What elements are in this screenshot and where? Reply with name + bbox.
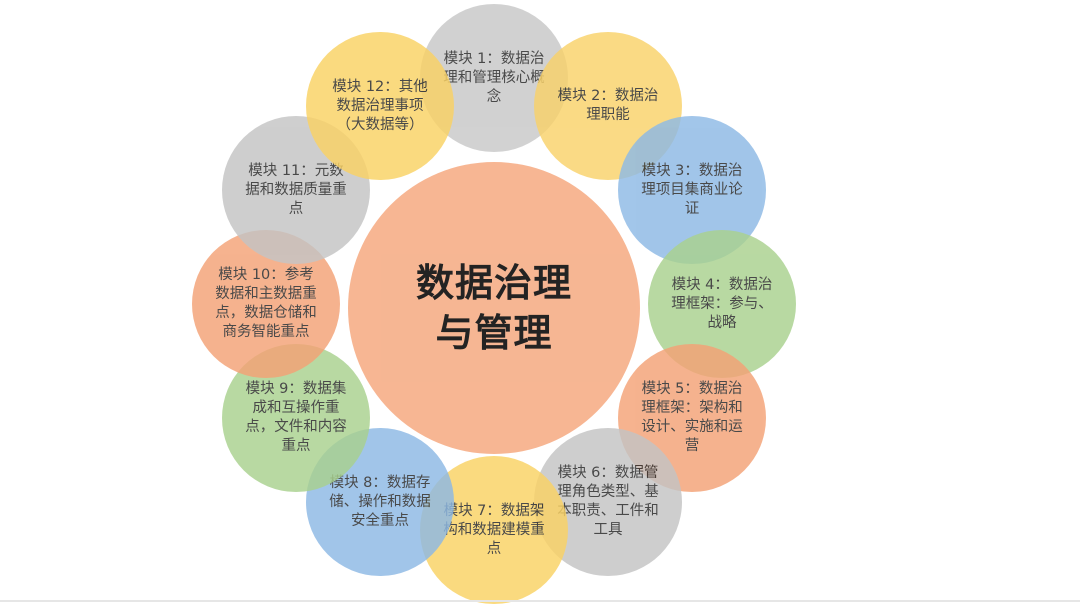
module-label: 模块 2：数据治理职能 [557, 88, 659, 123]
module-node-12: 模块 12：其他数据治理事项（大数据等） [306, 32, 454, 180]
bottom-divider [0, 600, 1080, 602]
module-node-8: 模块 8：数据存储、操作和数据安全重点 [306, 428, 454, 576]
center-circle: 数据治理与管理 [348, 162, 640, 454]
module-label: 模块 8：数据存储、操作和数据安全重点 [329, 474, 431, 529]
module-label: 模块 12：其他数据治理事项（大数据等） [332, 78, 428, 133]
module-label: 模块 4：数据治理框架：参与、战略 [671, 276, 773, 331]
module-label: 模块 7：数据架构和数据建模重点 [443, 502, 545, 557]
module-node-2: 模块 2：数据治理职能 [534, 32, 682, 180]
center-title: 数据治理与管理 [415, 261, 572, 355]
module-label: 模块 11：元数据和数据质量重点 [245, 162, 347, 217]
module-label: 模块 10：参考数据和主数据重点，数据仓储和商务智能重点 [215, 267, 317, 340]
module-label: 模块 5：数据治理框架：架构和设计、实施和运营 [641, 381, 743, 454]
module-label: 模块 1：数据治理和管理核心概念 [443, 50, 545, 105]
module-label: 模块 3：数据治理项目集商业论证 [641, 162, 743, 217]
module-label: 模块 9：数据集成和互操作重点，文件和内容重点 [245, 381, 347, 454]
module-label: 模块 6：数据管理角色类型、基本职责、工件和工具 [557, 465, 659, 538]
